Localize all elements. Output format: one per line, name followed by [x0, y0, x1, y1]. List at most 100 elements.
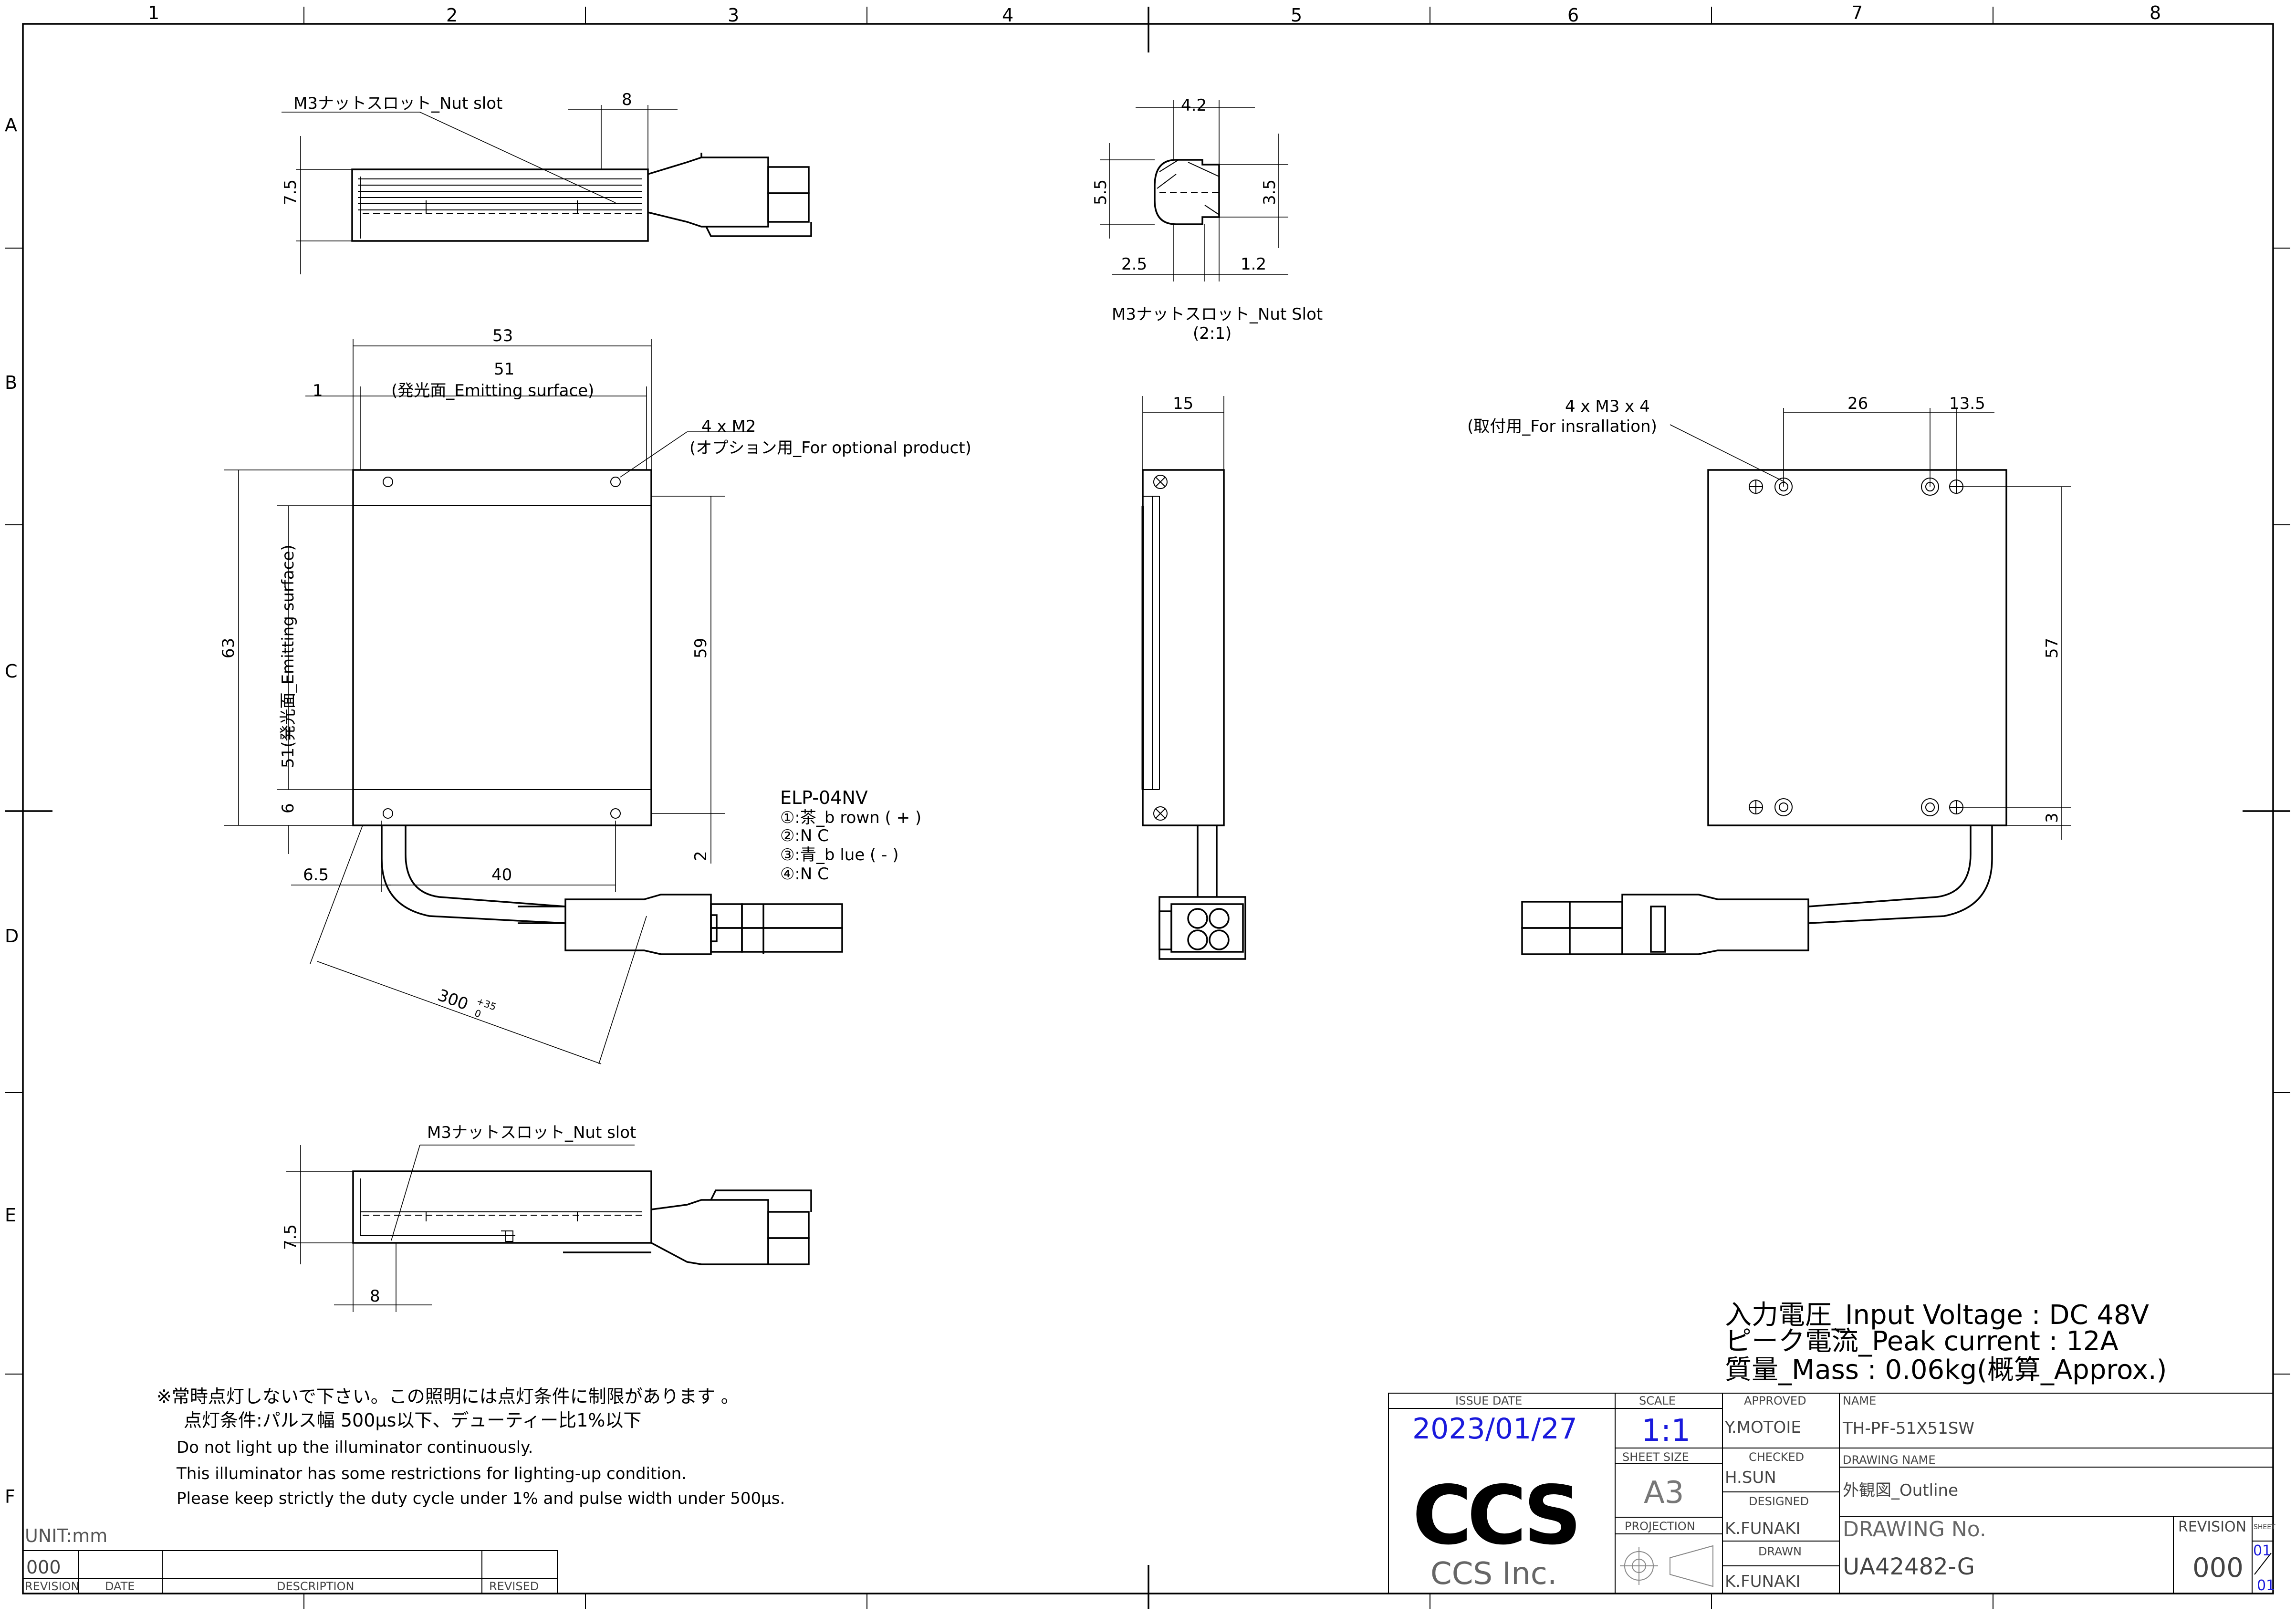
row-label-b: B	[5, 372, 17, 393]
detail-dim-3-5: 3.5	[1260, 179, 1279, 205]
col-label-6: 6	[1567, 5, 1579, 26]
side-dim-15: 15	[1173, 394, 1193, 413]
back-m3-note: (取付用_For insrallation)	[1467, 417, 1657, 436]
company-logo: CCS	[1412, 1469, 1577, 1563]
sheet-total: 01	[2257, 1577, 2275, 1594]
col-label-2: 2	[446, 5, 458, 26]
spec-current: ピーク電流_Peak current : 12A	[1725, 1326, 2119, 1357]
note-en-1: Do not light up the illuminator continuo…	[177, 1438, 533, 1457]
sheet-label: SHEET	[2254, 1523, 2275, 1531]
revision-value: 000	[26, 1557, 61, 1578]
front-dim-1: 1	[313, 381, 323, 400]
notes-block: ※常時点灯しないで下さい。この照明には点灯条件に制限があります 。 点灯条件:パ…	[157, 1386, 785, 1508]
front-dim-2: 2	[691, 851, 710, 861]
sheet-size-label: SHEET SIZE	[1622, 1450, 1689, 1464]
note-en-3: Please keep strictly the duty cycle unde…	[177, 1489, 785, 1508]
pin-1: ①:茶_b rown ( + )	[780, 808, 921, 827]
issue-date-label: ISSUE DATE	[1455, 1394, 1522, 1407]
revision-block: UNIT:mm 000 REVISION DATE DESCRIPTION RE…	[22, 1525, 558, 1594]
projection-symbol	[1620, 1545, 1713, 1587]
drawing-no-label: DRAWING No.	[1843, 1517, 1986, 1542]
front-emitting-label: (発光面_Emitting surface)	[391, 381, 594, 400]
revision-header-revision: REVISION	[25, 1580, 80, 1593]
detail-scale: (2:1)	[1193, 324, 1231, 343]
bottom-nut-slot-label: M3ナットスロット_Nut slot	[427, 1123, 636, 1142]
revision-header-date: DATE	[105, 1580, 135, 1593]
scale-label: SCALE	[1639, 1394, 1676, 1407]
pin-4: ④:N C	[780, 865, 829, 884]
designed-value: K.FUNAKI	[1725, 1519, 1801, 1538]
top-dim-7-5: 7.5	[281, 179, 300, 205]
spec-voltage: 入力電圧_Input Voltage : DC 48V	[1725, 1300, 2149, 1331]
drawn-value: K.FUNAKI	[1725, 1572, 1801, 1591]
title-block: ISSUE DATE 2023/01/27 SCALE 1:1 APPROVED…	[1388, 1393, 2275, 1594]
front-dim-53: 53	[492, 326, 513, 345]
pin-3: ③:青_b lue ( - )	[780, 845, 898, 865]
revision-header-revised: REVISED	[489, 1580, 539, 1593]
checked-value: H.SUN	[1725, 1468, 1776, 1487]
drawing-name-label: DRAWING NAME	[1843, 1453, 1936, 1467]
row-label-f: F	[5, 1486, 15, 1507]
cable-tol-zero: 0	[473, 1007, 482, 1020]
front-dim-6-5: 6.5	[303, 865, 329, 885]
pin-2: ②:N C	[780, 826, 829, 845]
front-dim-63: 63	[219, 638, 238, 658]
drawing-name-value: 外観図_Outline	[1843, 1481, 1958, 1500]
back-dim-3: 3	[2043, 813, 2062, 823]
detail-dim-5-5: 5.5	[1091, 179, 1110, 205]
note-jp-1: ※常時点灯しないで下さい。この照明には点灯条件に制限があります 。	[157, 1386, 739, 1407]
top-view: M3ナットスロット_Nut slot 8 7.5	[281, 90, 812, 274]
sheet-number: 01	[2253, 1542, 2271, 1559]
back-dim-26: 26	[1847, 394, 1868, 413]
company-name: CCS Inc.	[1430, 1556, 1557, 1592]
projection-label: PROJECTION	[1625, 1520, 1695, 1533]
nut-slot-detail-view: 4.2 5.5 3.5 2.5 1.2 M3ナットスロット_Nut Slot (…	[1091, 96, 1323, 343]
revision-label: REVISION	[2178, 1519, 2246, 1535]
approved-value: Y.MOTOIE	[1724, 1418, 1801, 1437]
col-label-7: 7	[1851, 2, 1863, 23]
issue-date-value: 2023/01/27	[1412, 1412, 1577, 1446]
bottom-view: M3ナットスロット_Nut slot 7.5 8	[281, 1123, 812, 1312]
revision-header-description: DESCRIPTION	[277, 1580, 354, 1593]
front-dim-40: 40	[491, 865, 512, 885]
col-label-1: 1	[148, 2, 159, 23]
row-label-a: A	[5, 115, 17, 135]
note-jp-2: 点灯条件:パルス幅 500μs以下、デューティー比1%以下	[184, 1410, 641, 1431]
row-label-e: E	[5, 1205, 16, 1226]
revision-value-tb: 000	[2192, 1552, 2244, 1584]
front-dim-59: 59	[691, 638, 710, 658]
bottom-dim-8: 8	[370, 1287, 380, 1306]
back-dim-57: 57	[2043, 638, 2062, 658]
cable-length: 300	[435, 986, 471, 1014]
back-m3-label: 4 x M3 x 4	[1565, 397, 1650, 416]
spec-block: 入力電圧_Input Voltage : DC 48V ピーク電流_Peak c…	[1725, 1300, 2167, 1386]
front-view: 53 51 (発光面_Emitting surface) 1 4 x M2 (オ…	[219, 326, 971, 1064]
checked-label: CHECKED	[1749, 1450, 1804, 1464]
spec-mass: 質量_Mass : 0.06kg(概算_Approx.)	[1725, 1355, 2167, 1386]
detail-dim-1-2: 1.2	[1241, 255, 1266, 274]
detail-dim-4-2: 4.2	[1181, 96, 1207, 115]
col-label-5: 5	[1291, 5, 1302, 26]
sheet-size-value: A3	[1644, 1475, 1684, 1511]
name-label: NAME	[1843, 1394, 1876, 1407]
detail-dim-2-5: 2.5	[1121, 255, 1147, 274]
front-m2-note: (オプション用_For optional product)	[689, 438, 971, 458]
connector-name: ELP-04NV	[780, 787, 868, 808]
approved-label: APPROVED	[1744, 1394, 1806, 1407]
drawn-label: DRAWN	[1758, 1545, 1802, 1558]
top-nut-slot-label: M3ナットスロット_Nut slot	[293, 94, 502, 113]
row-label-d: D	[5, 926, 19, 947]
col-label-3: 3	[728, 5, 739, 26]
note-en-2: This illuminator has some restrictions f…	[176, 1464, 687, 1483]
detail-title: M3ナットスロット_Nut Slot	[1112, 305, 1323, 324]
drawing-no-value: UA42482-G	[1843, 1553, 1975, 1580]
front-dim-51v: 51(発光面_Emitting surface)	[279, 544, 298, 768]
back-dim-13-5: 13.5	[1949, 394, 1985, 413]
front-dim-6: 6	[279, 803, 298, 813]
unit-label: UNIT:mm	[25, 1525, 107, 1546]
side-view: 15	[1141, 394, 1246, 960]
sheet-border: 1 2 3 4 5 6 7 8 A B C D E F	[5, 2, 2290, 1609]
top-dim-8: 8	[622, 90, 632, 109]
front-dim-51: 51	[494, 360, 514, 379]
